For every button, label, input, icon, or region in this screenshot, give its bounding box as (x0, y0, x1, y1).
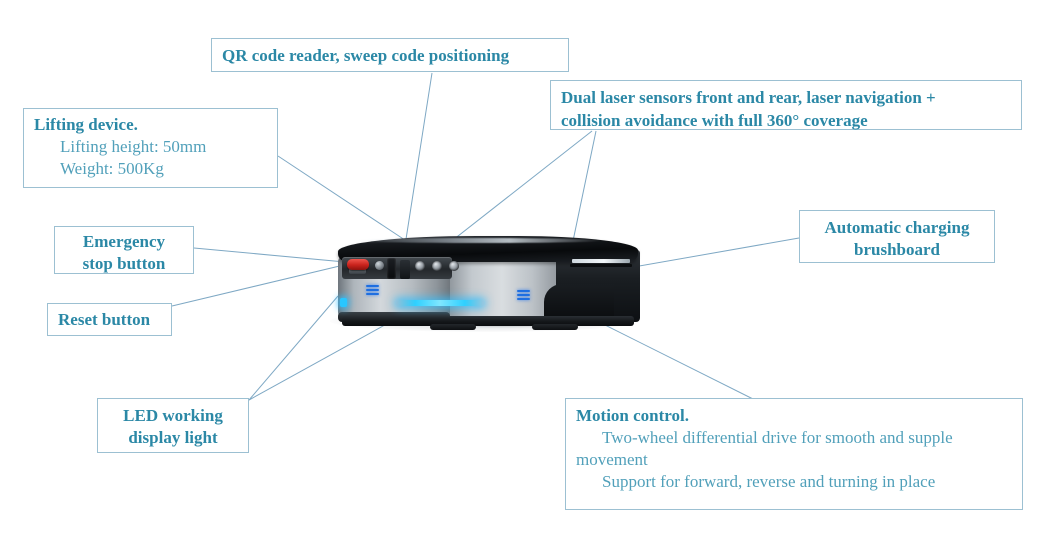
rear-laser-slit (572, 259, 630, 263)
leader-led-side (248, 295, 339, 401)
callout-qr-reader: QR code reader, sweep code positioning (211, 38, 569, 72)
qr-reader-lens (400, 260, 410, 279)
callout-laser-line1: Dual laser sensors front and rear, laser… (561, 88, 936, 107)
reset-button[interactable] (375, 261, 384, 270)
callout-motion-line3: Support for forward, reverse and turning… (602, 472, 936, 491)
led-working-light-strip (396, 300, 484, 306)
callout-led-line1: LED working (123, 406, 223, 425)
leader-lifting (277, 155, 421, 251)
rear-laser-housing (570, 264, 632, 267)
callout-automatic-charging: Automatic charging brushboard (799, 210, 995, 263)
callout-led-light: LED working display light (97, 398, 249, 453)
drive-wheel-housing (532, 324, 578, 330)
callout-estop-line2: stop button (82, 254, 166, 273)
leader-reset (171, 263, 349, 307)
callout-lifting-height: Lifting height: 50mm (60, 137, 207, 156)
callout-reset-title: Reset button (58, 310, 151, 329)
callout-lifting-title: Lifting device. (34, 115, 138, 134)
callout-reset-button: Reset button (47, 303, 172, 336)
led-side-indicator (340, 298, 347, 307)
callout-motion-control: Motion control. Two-wheel differential d… (565, 398, 1023, 510)
indicator-hole (415, 261, 425, 271)
emergency-stop-base (349, 268, 366, 274)
callout-estop-line1: Emergency (82, 232, 166, 251)
chassis-skirt (342, 316, 634, 326)
leader-qr (403, 72, 433, 253)
qr-reader-window (387, 258, 396, 279)
callout-motion-title: Motion control. (576, 406, 690, 425)
drive-wheel-housing (430, 324, 476, 330)
agv-robot-illustration (320, 228, 650, 338)
callout-emergency-stop: Emergency stop button (54, 226, 194, 274)
leader-estop (193, 247, 346, 263)
callout-charging-line1: Automatic charging (824, 218, 970, 237)
callout-dual-laser: Dual laser sensors front and rear, laser… (550, 80, 1022, 130)
callout-motion-line1: Two-wheel differential drive for smooth … (602, 428, 953, 447)
status-glyph-icon (366, 285, 379, 297)
indicator-hole (449, 261, 459, 271)
callout-motion-line2: movement (576, 450, 648, 469)
indicator-hole (432, 261, 442, 271)
control-panel-bezel (342, 257, 452, 279)
callout-charging-line2: brushboard (854, 240, 940, 259)
robot-mid-body (448, 254, 556, 322)
callout-laser-line2: collision avoidance with full 360° cover… (561, 111, 868, 130)
callout-lifting-device: Lifting device. Lifting height: 50mm Wei… (23, 108, 278, 188)
status-glyph-icon (517, 290, 530, 302)
rear-body-recess (544, 284, 614, 322)
deck-highlight (354, 238, 604, 243)
callout-lifting-weight: Weight: 500Kg (60, 159, 164, 178)
leader-laser-rear (572, 130, 597, 242)
callout-qr-title: QR code reader, sweep code positioning (222, 46, 510, 65)
emergency-stop-button[interactable] (347, 259, 369, 270)
leader-charging (627, 237, 800, 269)
callout-led-line2: display light (128, 428, 218, 447)
